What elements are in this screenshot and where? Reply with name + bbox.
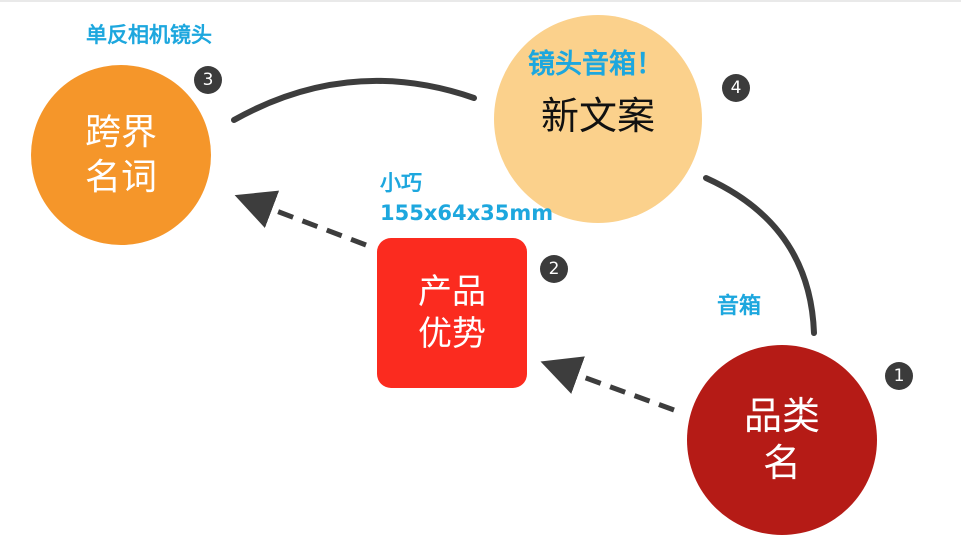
node-crossover-term-label: 跨界 名词	[84, 112, 157, 198]
arrow-1-to-2	[540, 356, 675, 413]
arrow-2-to-3	[234, 190, 367, 248]
node-product-advantage: 产品 优势	[377, 238, 527, 388]
step-badge-2: 2	[540, 255, 568, 283]
step-badge-3: 3	[194, 66, 222, 94]
step-badge-4: 4	[722, 74, 750, 102]
node-new-copy: 新文案	[494, 15, 702, 223]
node-crossover-term: 跨界 名词	[31, 65, 211, 245]
note-new-copy: 镜头音箱！	[528, 49, 663, 80]
connector-4-to-1	[703, 175, 817, 336]
step-badge-1: 1	[885, 362, 913, 390]
node-new-copy-label: 新文案	[540, 94, 655, 138]
top-border	[0, 0, 961, 2]
note-crossover-term: 单反相机镜头	[86, 23, 212, 47]
connector-3-to-4	[231, 77, 477, 123]
node-product-advantage-label: 产品 优势	[418, 271, 486, 355]
note-category-name: 音箱	[717, 294, 762, 319]
note-product-advantage: 小巧 155x64x35mm	[380, 171, 554, 226]
node-category-name: 品类 名	[687, 345, 877, 535]
node-category-name-label: 品类 名	[743, 393, 820, 486]
